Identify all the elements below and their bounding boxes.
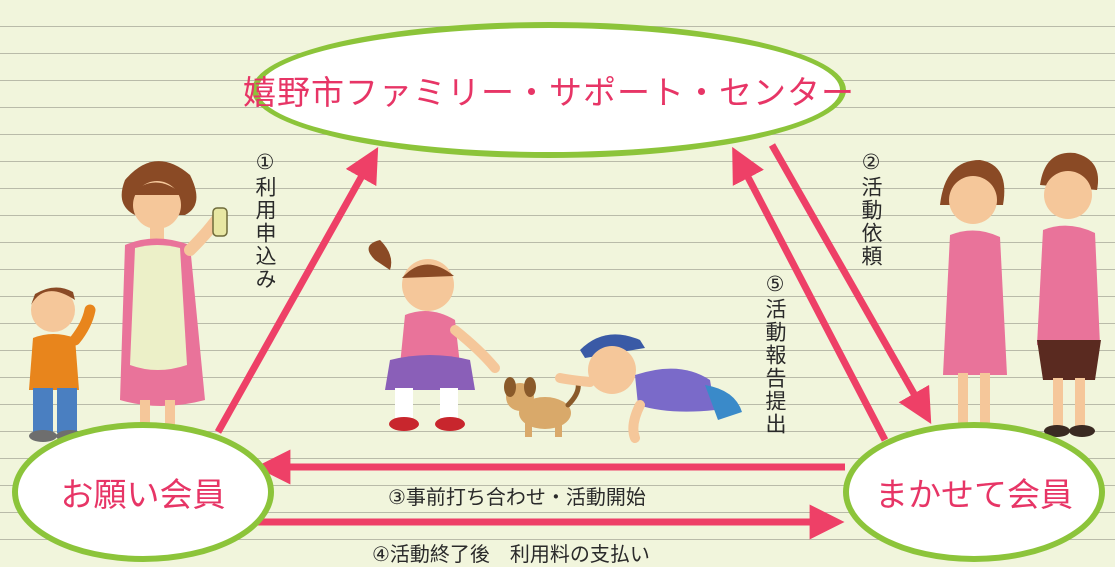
- family-support-center-node: 嬉野市ファミリー・サポート・センター: [243, 22, 854, 158]
- boy-crawling-illustration: [555, 334, 742, 443]
- step4-payment-label: ④活動終了後 利用料の支払い: [372, 542, 650, 566]
- arrow-apply: [214, 147, 379, 434]
- provider-node-label: まかせて会員: [875, 475, 1073, 514]
- step5-report-label: ⑤活動報告提出: [763, 272, 787, 436]
- requester-member-node: お願い会員: [12, 422, 274, 562]
- girl-playing-illustration: [368, 240, 500, 431]
- two-women-illustration: [940, 152, 1101, 437]
- step2-request-label: ②活動依頼: [859, 150, 883, 268]
- arrow-request-activity: [768, 143, 932, 424]
- step3-meeting-label: ③事前打ち合わせ・活動開始: [388, 485, 646, 509]
- step1-apply-label: ①利用申込み: [253, 150, 277, 291]
- boy-illustration: [29, 287, 96, 442]
- arrow-report: [732, 146, 889, 442]
- requester-node-label: お願い会員: [60, 475, 226, 514]
- provider-member-node: まかせて会員: [843, 422, 1105, 562]
- mother-with-phone-illustration: [120, 161, 228, 447]
- center-node-label: 嬉野市ファミリー・サポート・センター: [243, 73, 855, 112]
